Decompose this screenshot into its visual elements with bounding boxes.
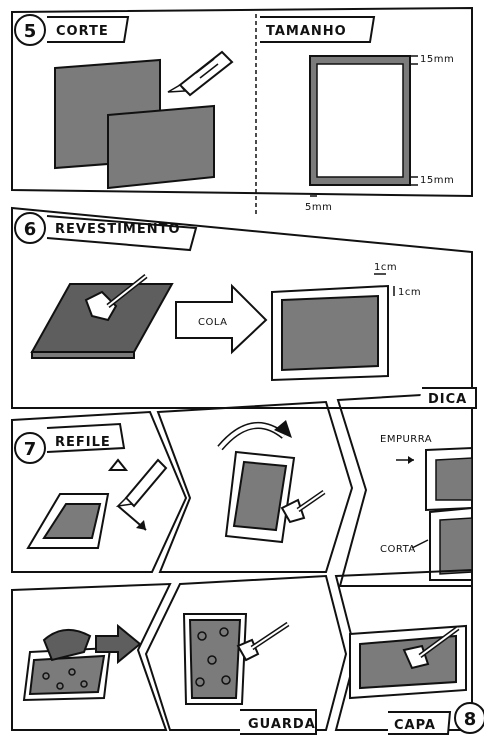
utility-knife-icon [118, 460, 166, 506]
panel-revestimento: 6 REVESTIMENTO COLA 1cm 1cm [12, 208, 472, 408]
step-number-6: 6 [24, 219, 37, 240]
step-number-8: 8 [464, 709, 477, 730]
margin-top-label: 15mm [420, 54, 454, 65]
guarda-label: GUARDA [248, 717, 316, 732]
step-label-revestimento: REVESTIMENTO [55, 222, 181, 237]
cardboard-sheet [108, 106, 214, 188]
panel-refile-1: 7 REFILE [12, 412, 186, 572]
step-label-corte: CORTE [56, 24, 109, 39]
step-label-refile: REFILE [55, 435, 111, 450]
panel-capa: CAPA 8 [336, 570, 484, 734]
margin-left-label: 5mm [305, 202, 332, 213]
dica-label: DICA [428, 392, 467, 407]
panel-dica: DICA EMPURRA CORTA [338, 388, 476, 586]
empurra-label: EMPURRA [380, 434, 432, 445]
margin-bottom-label: 15mm [420, 175, 454, 186]
dimension-width-label: 1cm [374, 262, 397, 273]
utility-knife-icon [168, 52, 232, 95]
corta-label: CORTA [380, 544, 416, 555]
dimension-height-label: 1cm [398, 287, 421, 298]
step-number-7: 7 [24, 439, 37, 460]
panel-label-tamanho: TAMANHO [266, 24, 347, 39]
panel-tamanho: TAMANHO 15mm 15mm 5mm [260, 17, 454, 213]
step-number-5: 5 [24, 21, 37, 42]
rotate-arrow-icon [220, 420, 292, 448]
panel-guarda-2: GUARDA [146, 576, 346, 734]
panel-refile-2 [158, 402, 352, 572]
cola-label: COLA [198, 317, 228, 328]
capa-label: CAPA [394, 718, 436, 733]
